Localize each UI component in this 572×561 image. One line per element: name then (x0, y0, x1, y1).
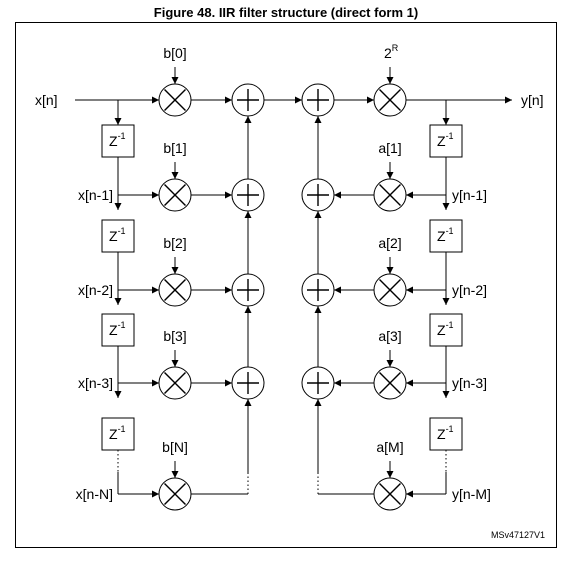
feedforward-adder (231, 273, 265, 307)
delay-box (101, 417, 135, 451)
a-coefficient-label: a[M] (376, 439, 403, 455)
multiply-symbol (379, 89, 401, 111)
output-delay-block: Z-1 (429, 417, 463, 451)
delayed-input-label: x[n-1] (78, 187, 113, 203)
a-multiplier (373, 477, 407, 511)
delay-exponent: -1 (446, 131, 454, 141)
delayed-input-label: x[n-3] (78, 375, 113, 391)
delay-exponent: -1 (118, 424, 126, 434)
multiply-symbol (379, 184, 401, 206)
feedforward-adder (231, 366, 265, 400)
gain-label: 2R (384, 43, 399, 61)
multiply-symbol (164, 279, 186, 301)
multiply-symbol (164, 372, 186, 394)
gain-exponent: R (392, 43, 399, 53)
output-signal-label: y[n] (521, 92, 544, 108)
input-signal-label: x[n] (35, 92, 58, 108)
multiply-symbol (164, 483, 186, 505)
output-delay-block: Z-1 (429, 219, 463, 253)
input-delay-block: Z-1 (101, 124, 135, 158)
feedforward-adder (231, 178, 265, 212)
delay-box (429, 313, 463, 347)
delay-box (429, 124, 463, 158)
delayed-input-label: x[n-N] (76, 486, 113, 502)
labels: MSv47127V1 x[n] y[n] x[n-1] y[n-1] x[n-2] y[n… (35, 43, 545, 540)
delay-box (101, 313, 135, 347)
multiply-symbol (164, 184, 186, 206)
delay-box (429, 219, 463, 253)
delayed-output-label: y[n-2] (452, 282, 487, 298)
feedback-adder (301, 273, 335, 307)
b-multiplier (158, 366, 192, 400)
b-multiplier (158, 178, 192, 212)
b-coefficient-label: b[0] (163, 45, 186, 61)
delayed-input-label: x[n-2] (78, 282, 113, 298)
multiply-symbol (164, 89, 186, 111)
output-delay-block: Z-1 (429, 124, 463, 158)
multiply-symbol (379, 279, 401, 301)
output-delay-block: Z-1 (429, 313, 463, 347)
b-multiplier (158, 273, 192, 307)
b-multiplier (158, 477, 192, 511)
a-coefficient-label: a[2] (378, 235, 401, 251)
delayed-output-label: y[n-M] (452, 486, 491, 502)
figure-reference: MSv47127V1 (491, 530, 545, 540)
a-coefficient-label: a[1] (378, 140, 401, 156)
b-coefficient-label: b[2] (163, 235, 186, 251)
a-multiplier (373, 273, 407, 307)
feedforward-adder (231, 83, 265, 117)
delay-box (429, 417, 463, 451)
delay-exponent: -1 (118, 226, 126, 236)
a-coefficient-label: a[3] (378, 328, 401, 344)
a-multiplier (373, 366, 407, 400)
delay-exponent: -1 (118, 320, 126, 330)
b-coefficient-label: b[1] (163, 140, 186, 156)
delayed-output-label: y[n-3] (452, 375, 487, 391)
delay-exponent: -1 (446, 320, 454, 330)
b-coefficient-label: b[3] (163, 328, 186, 344)
delay-exponent: -1 (446, 424, 454, 434)
b-coefficient-label: b[N] (162, 439, 188, 455)
gain-multiplier (373, 83, 407, 117)
feedback-adder (301, 83, 335, 117)
input-delay-block: Z-1 (101, 313, 135, 347)
figure-title: Figure 48. IIR filter structure (direct … (153, 5, 419, 20)
multiply-symbol (379, 483, 401, 505)
wires (75, 67, 512, 498)
figure-frame (15, 22, 557, 548)
multiply-symbol (379, 372, 401, 394)
delay-exponent: -1 (118, 131, 126, 141)
delay-box (101, 219, 135, 253)
delayed-output-label: y[n-1] (452, 187, 487, 203)
delay-box (101, 124, 135, 158)
feedback-adder (301, 366, 335, 400)
input-delay-block: Z-1 (101, 219, 135, 253)
feedback-adder (301, 178, 335, 212)
input-delay-block: Z-1 (101, 417, 135, 451)
b-multiplier (158, 83, 192, 117)
a-multiplier (373, 178, 407, 212)
delay-exponent: -1 (446, 226, 454, 236)
